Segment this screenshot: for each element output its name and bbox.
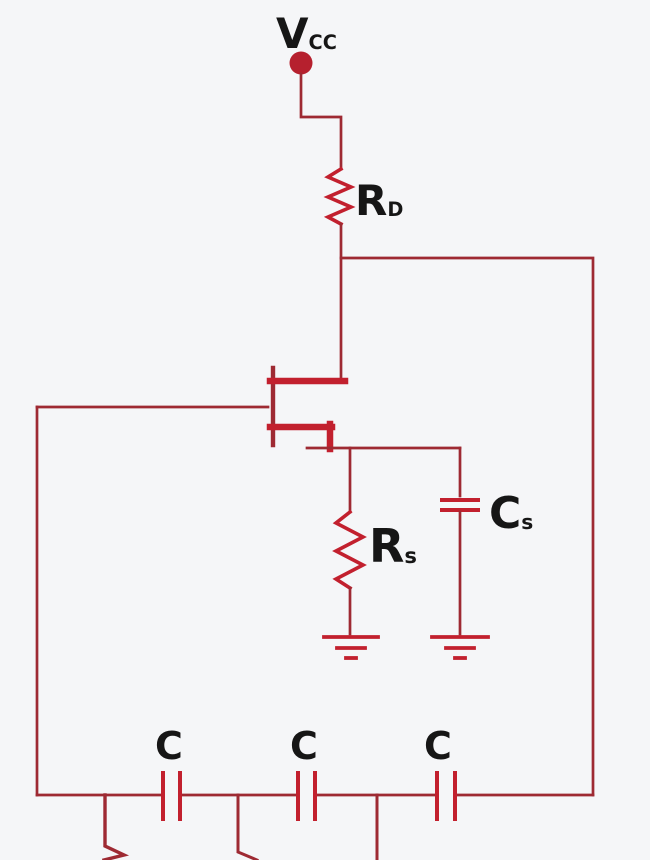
- c3-label: C: [424, 724, 452, 768]
- rs-label: Rs: [369, 523, 417, 569]
- rs-label-sub: s: [404, 543, 418, 569]
- shunt-branch-1: [101, 793, 130, 860]
- vcc-label-main: V: [276, 9, 309, 58]
- source-resistor-branch: [322, 446, 380, 660]
- vcc-terminal-dot: [289, 51, 313, 75]
- output-feedback-wire: [339, 256, 595, 797]
- supply-wire: [299, 72, 343, 171]
- drain-resistor-symbol: [323, 166, 356, 227]
- vcc-label-sub: CC: [308, 31, 337, 55]
- cs-label: Cs: [489, 492, 533, 536]
- rd-label-main: R: [355, 176, 388, 225]
- c2-label: C: [290, 724, 318, 768]
- phase-shift-capacitor-2: [296, 771, 317, 821]
- transistor-symbol: [35, 365, 349, 453]
- source-capacitor-branch: [430, 446, 490, 660]
- rd-label-sub: D: [387, 198, 404, 222]
- ground-symbol-cs: [430, 635, 490, 660]
- source-resistor-symbol: [332, 509, 367, 591]
- c1-label: C: [155, 724, 183, 768]
- ground-symbol-rs: [322, 635, 380, 660]
- shunt-branch-2: [236, 793, 259, 860]
- phase-shift-capacitor-3: [435, 771, 457, 821]
- phase-shift-capacitor-1: [161, 771, 182, 821]
- vcc-label: VCC: [276, 13, 337, 55]
- rd-label: RD: [355, 180, 403, 222]
- cs-label-main: C: [489, 488, 522, 539]
- rs-label-main: R: [369, 519, 405, 573]
- cs-label-sub: s: [521, 510, 534, 535]
